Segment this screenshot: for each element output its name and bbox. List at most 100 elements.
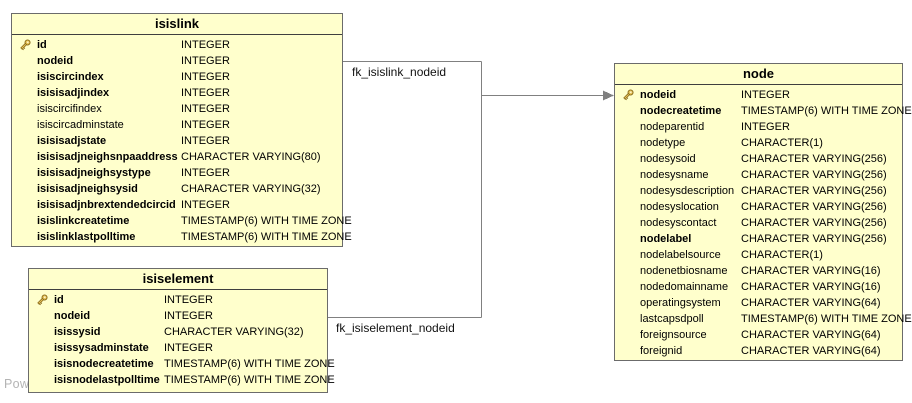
column-row: isisnodelastpolltime TIMESTAMP(6) WITH TI… [29, 372, 335, 388]
key-slot-empty [35, 373, 49, 387]
column-type: TIMESTAMP(6) WITH TIME ZONE [181, 215, 352, 227]
key-slot-empty [18, 54, 32, 68]
key-slot-empty [621, 136, 635, 150]
key-slot-empty [621, 296, 635, 310]
column-name: lastcapsdpoll [640, 313, 704, 325]
column-name: isisisadjstate [37, 135, 107, 147]
column-name: nodesysdescription [640, 185, 735, 197]
column-type: CHARACTER(1) [741, 249, 823, 261]
column-name: isiscircifindex [37, 103, 102, 115]
column-type: CHARACTER VARYING(80) [181, 151, 321, 163]
key-slot-empty [18, 182, 32, 196]
column-type: CHARACTER VARYING(256) [741, 185, 887, 197]
column-name: nodeid [640, 89, 677, 101]
column-row: isiscircindex INTEGER [12, 69, 342, 85]
column-name: isisisadjneighsnpaaddress [37, 151, 178, 163]
column-name: id [37, 39, 47, 51]
column-row: lastcapsdpoll TIMESTAMP(6) WITH TIME ZONE [615, 311, 912, 327]
column-name: isisnodelastpolltime [54, 374, 160, 386]
key-slot-empty [621, 184, 635, 198]
key-slot-empty [621, 232, 635, 246]
key-slot-empty [18, 230, 32, 244]
column-type: INTEGER [164, 294, 213, 306]
column-row: operatingsystem CHARACTER VARYING(64) [615, 295, 902, 311]
column-type: INTEGER [181, 71, 230, 83]
column-type: INTEGER [164, 342, 213, 354]
key-slot-empty [621, 264, 635, 278]
column-type: CHARACTER VARYING(64) [741, 345, 881, 357]
primary-key-icon [35, 293, 49, 307]
key-slot-empty [18, 214, 32, 228]
column-row: nodesyslocation CHARACTER VARYING(256) [615, 199, 902, 215]
column-name: nodelabelsource [640, 249, 721, 261]
column-type: CHARACTER VARYING(256) [741, 201, 887, 213]
column-name: nodeparentid [640, 121, 705, 133]
table-title: isiselement [29, 269, 327, 290]
column-name: operatingsystem [640, 297, 721, 309]
key-slot-empty [621, 216, 635, 230]
watermark-text: Pow [4, 377, 30, 391]
column-name: isisisadjindex [37, 87, 110, 99]
arrowhead-icon [603, 90, 614, 101]
key-slot-empty [18, 166, 32, 180]
relationship-label-fk-isiselement-nodeid: fk_isiselement_nodeid [336, 321, 455, 335]
column-row: isisisadjneighsystype INTEGER [12, 165, 342, 181]
column-name: nodesyslocation [640, 201, 719, 213]
column-type: INTEGER [181, 103, 230, 115]
column-row: nodelabelsource CHARACTER(1) [615, 247, 902, 263]
column-row: nodesysdescription CHARACTER VARYING(256) [615, 183, 902, 199]
table-title: isislink [12, 14, 342, 35]
key-slot-empty [18, 86, 32, 100]
key-slot-empty [621, 104, 635, 118]
column-type: TIMESTAMP(6) WITH TIME ZONE [741, 313, 912, 325]
key-slot-empty [18, 118, 32, 132]
key-slot-empty [35, 325, 49, 339]
column-name: isisisadjneighsystype [37, 167, 151, 179]
primary-key-icon [18, 38, 32, 52]
column-name: isissysid [54, 326, 101, 338]
key-slot-empty [18, 102, 32, 116]
column-type: INTEGER [181, 135, 230, 147]
key-slot-empty [621, 344, 635, 358]
column-type: TIMESTAMP(6) WITH TIME ZONE [164, 374, 335, 386]
column-name: isislinklastpolltime [37, 231, 136, 243]
column-name: nodedomainname [640, 281, 729, 293]
primary-key-icon [621, 88, 635, 102]
column-type: CHARACTER VARYING(256) [741, 233, 887, 245]
column-name: isisnodecreatetime [54, 358, 154, 370]
column-type: CHARACTER VARYING(16) [741, 281, 881, 293]
column-name: isiscircindex [37, 71, 104, 83]
column-row: isiscircifindex INTEGER [12, 101, 342, 117]
column-type: INTEGER [181, 167, 230, 179]
column-name: isiscircadminstate [37, 119, 124, 131]
key-slot-empty [621, 120, 635, 134]
column-name: nodenetbiosname [640, 265, 728, 277]
column-type: CHARACTER VARYING(64) [741, 297, 881, 309]
column-type: TIMESTAMP(6) WITH TIME ZONE [741, 105, 912, 117]
column-row: isisisadjstate INTEGER [12, 133, 342, 149]
column-type: INTEGER [181, 55, 230, 67]
key-slot-empty [621, 280, 635, 294]
column-type: INTEGER [181, 119, 230, 131]
